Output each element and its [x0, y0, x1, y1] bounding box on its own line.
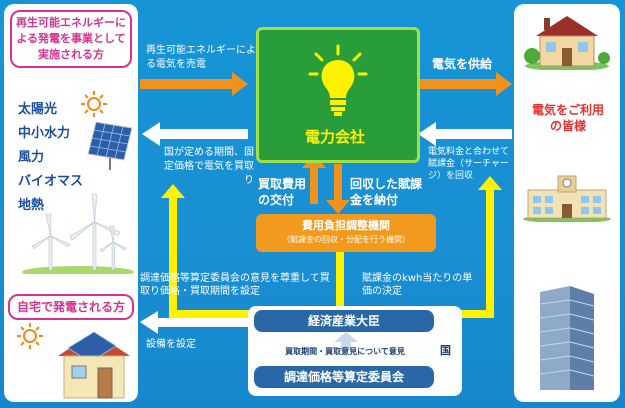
- source-biomass: バイオマス: [18, 174, 84, 189]
- committee-header: 調達価格等算定委員会: [254, 366, 434, 388]
- label-surcharge-payment: 回収した賦課金を納付: [350, 177, 423, 207]
- source-hydro: 中小水力: [18, 126, 71, 141]
- label-sell-electricity: 再生可能エネルギーによる電気を売電: [146, 45, 256, 70]
- solar-panel-icon: [87, 121, 133, 170]
- source-solar: 太陽光: [18, 102, 58, 117]
- house-icon: [524, 16, 610, 70]
- committee-label: 調達価格等算定委員会: [283, 370, 404, 384]
- label-purchase-cost-grant: 買取費用の交付: [258, 177, 307, 207]
- home-generator-label: 自宅で発電される方: [16, 300, 125, 314]
- arrow-sell-electricity: [140, 72, 248, 96]
- label-equipment-certification: 設備を設定: [146, 339, 196, 350]
- arrow-gov-to-adjustment: [336, 250, 344, 308]
- office-building-icon: [539, 286, 595, 390]
- ministry-label: 経済産業大臣: [307, 314, 380, 328]
- label-fixed-price-purchase: 国が定める期間、固定価格で電気を買取り: [164, 147, 254, 186]
- home-generator-box: 自宅で発電される方: [8, 294, 134, 320]
- label-surcharge-decision: 賦課金のkwh当たりの単価の決定: [362, 273, 473, 297]
- arrow-surcharge-collection: [418, 122, 512, 146]
- sun-icon: [81, 91, 107, 117]
- opinion-label: 買取期間・買取意見について意見: [285, 347, 405, 356]
- label-supply-electricity: 電気を供給: [432, 57, 493, 71]
- energy-source-list: 太陽光 中小水力 風力 バイオマス 地熱: [18, 98, 83, 218]
- arrow-supply-electricity: [420, 72, 512, 96]
- government-box: 経済産業大臣 買取期間・買取意見について意見 調達価格等算定委員会 国: [248, 306, 462, 396]
- adjustment-body-sub: （賦課金の回収・分配を行う機関）: [282, 235, 410, 244]
- school-icon: [523, 175, 611, 222]
- business-generator-box: 再生可能エネルギーによる発電を事業として実施される方: [10, 10, 132, 68]
- arrow-fixed-price-purchase: [142, 122, 248, 146]
- label-price-setting: 調達価格等算定委員会の意見を尊重して買取り価格・買取期間を設定: [140, 273, 330, 297]
- utility-name: 電力会社: [304, 128, 365, 146]
- source-wind: 風力: [18, 150, 45, 165]
- business-generator-label: 再生可能エネルギーによる発電を事業として実施される方: [16, 16, 126, 61]
- arrow-surcharge-payment: [326, 164, 350, 214]
- opinion-arrow-icon: [334, 332, 358, 350]
- adjustment-body-name: 費用負担調整機関: [302, 219, 390, 232]
- ministry-header: 経済産業大臣: [254, 310, 434, 332]
- label-surcharge-collection: 電気料金と合わせて賦課金（サーチャージ）を回収: [428, 147, 510, 181]
- government-label: 国: [440, 344, 451, 357]
- source-geothermal: 地熱: [18, 198, 45, 213]
- wind-turbine-icon: [22, 193, 134, 274]
- home-sun-icon: [17, 323, 43, 349]
- consumers-label: 電気をご利用の皆様: [531, 103, 604, 133]
- arrow-price-setting: [161, 184, 249, 318]
- home-solar-house-icon: [58, 331, 130, 399]
- adjustment-body-box: 費用負担調整機関 （賦課金の回収・分配を行う機関）: [256, 214, 436, 252]
- generators-panel: 再生可能エネルギーによる発電を事業として実施される方 太陽光 中小水力 風力 バ…: [4, 4, 138, 402]
- arrow-equipment-certification: [140, 311, 248, 334]
- light-bulb-icon: [308, 44, 368, 116]
- consumers-panel: 電気をご利用の皆様: [514, 4, 620, 402]
- utility-box: 電力会社: [256, 27, 420, 163]
